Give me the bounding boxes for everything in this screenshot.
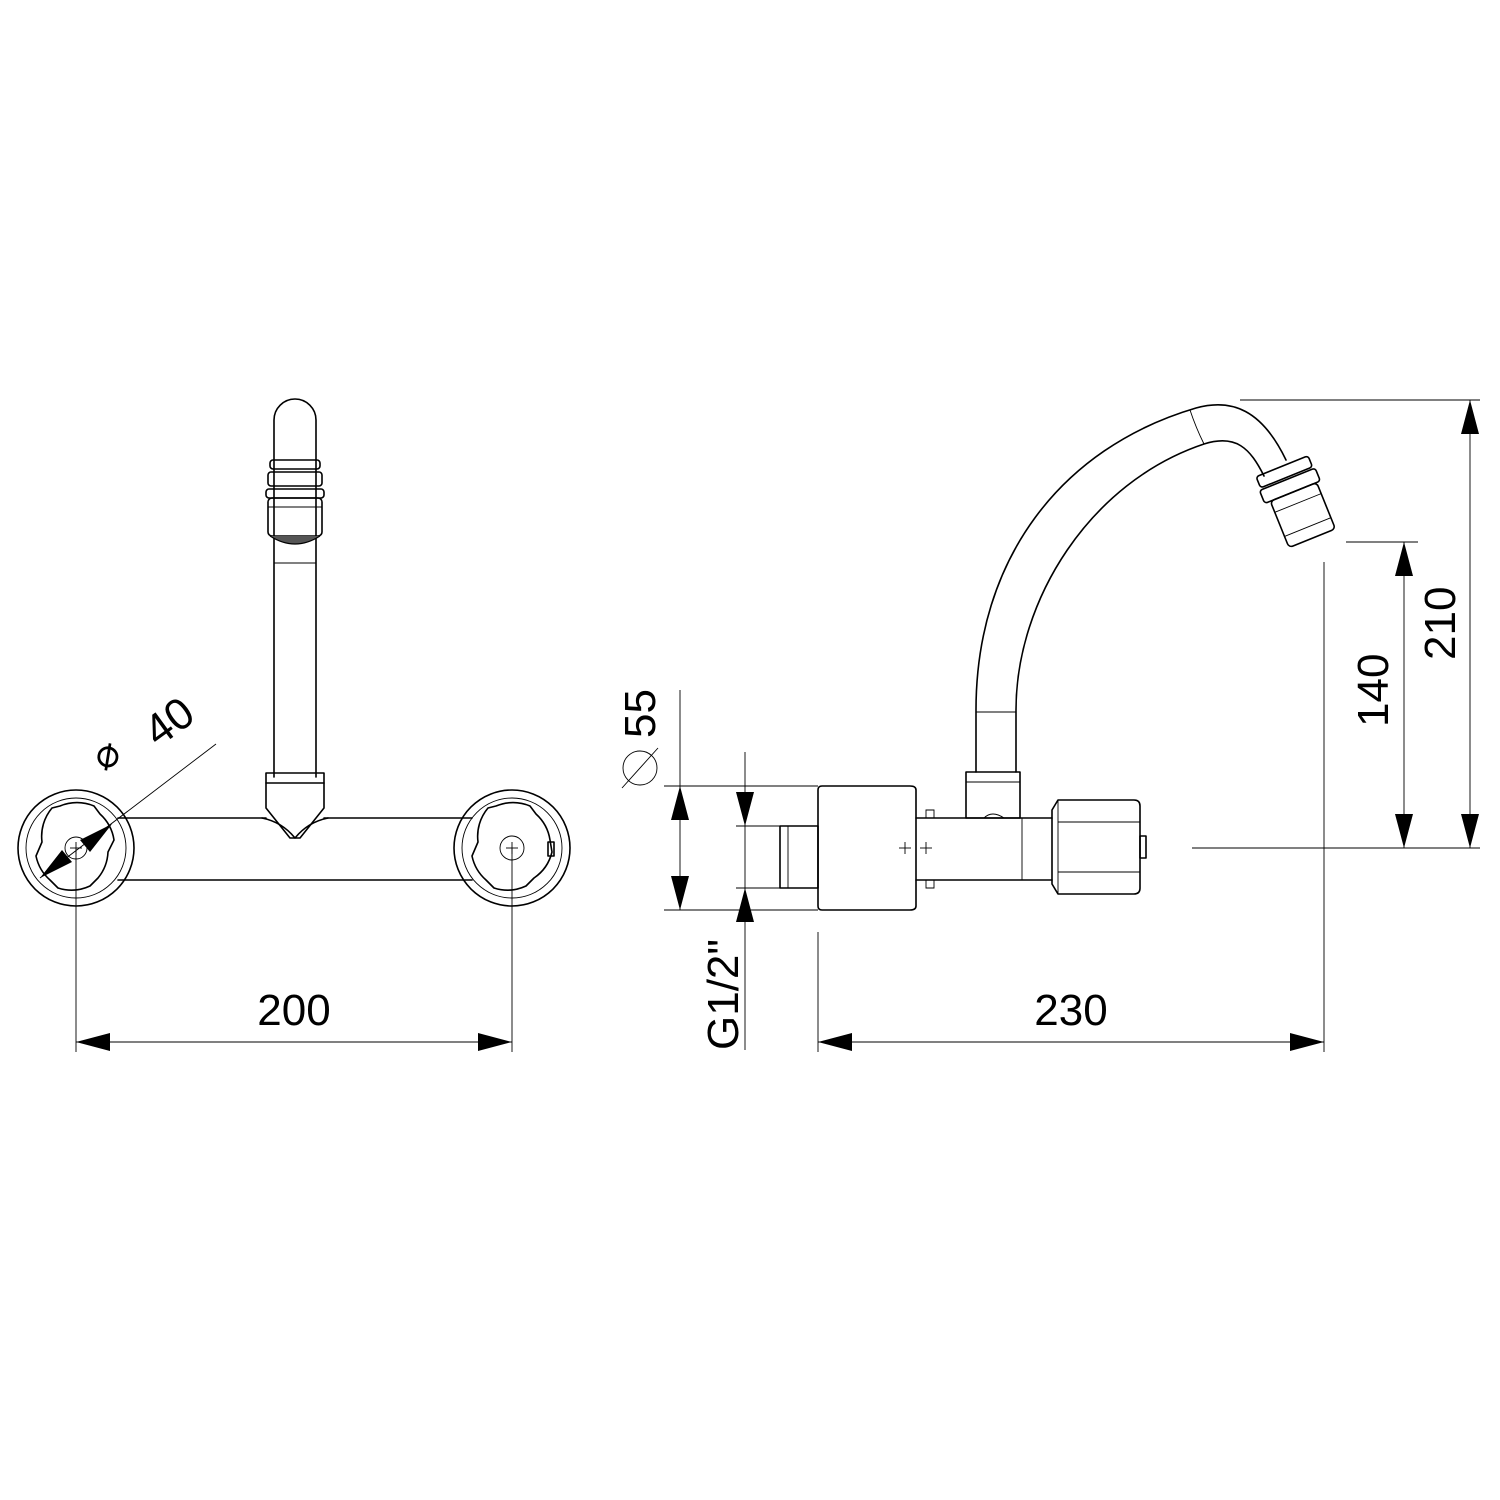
front-diameter-dimension: ⌀ 40	[39, 688, 217, 879]
side-overall-height-value: 210	[1416, 587, 1465, 660]
side-body	[899, 809, 1053, 889]
side-spout-collar	[965, 771, 1021, 819]
side-view: 55 G1/2" 230 140	[616, 399, 1480, 1052]
front-spacing-dimension: 200	[75, 848, 513, 1052]
side-depth-value: 230	[1034, 986, 1107, 1035]
side-overall-height-dimension: 210	[1240, 399, 1480, 848]
side-curved-spout	[975, 404, 1287, 773]
side-thread-dimension: G1/2"	[699, 752, 780, 1050]
side-handle-knob	[1051, 799, 1147, 895]
front-spout-collar	[265, 772, 325, 839]
front-body	[117, 817, 473, 881]
front-spout	[265, 398, 325, 778]
front-spacing-value: 200	[257, 986, 330, 1035]
aerator-mesh	[269, 535, 321, 545]
side-depth-dimension: 230	[817, 562, 1325, 1052]
front-view: ⌀ 40 200	[17, 398, 571, 1052]
side-diameter-value: 55	[616, 689, 665, 738]
side-diameter-dimension: 55	[616, 689, 818, 911]
side-wall-flange	[817, 785, 917, 911]
front-diameter-symbol: ⌀	[83, 729, 130, 780]
side-inlet-stub	[779, 825, 819, 889]
side-outlet-height-dimension: 140	[1192, 541, 1480, 849]
front-diameter-value: 40	[135, 688, 203, 756]
side-aerator	[1256, 455, 1335, 548]
side-thread-value: G1/2"	[699, 939, 748, 1050]
side-outlet-height-value: 140	[1349, 654, 1398, 727]
